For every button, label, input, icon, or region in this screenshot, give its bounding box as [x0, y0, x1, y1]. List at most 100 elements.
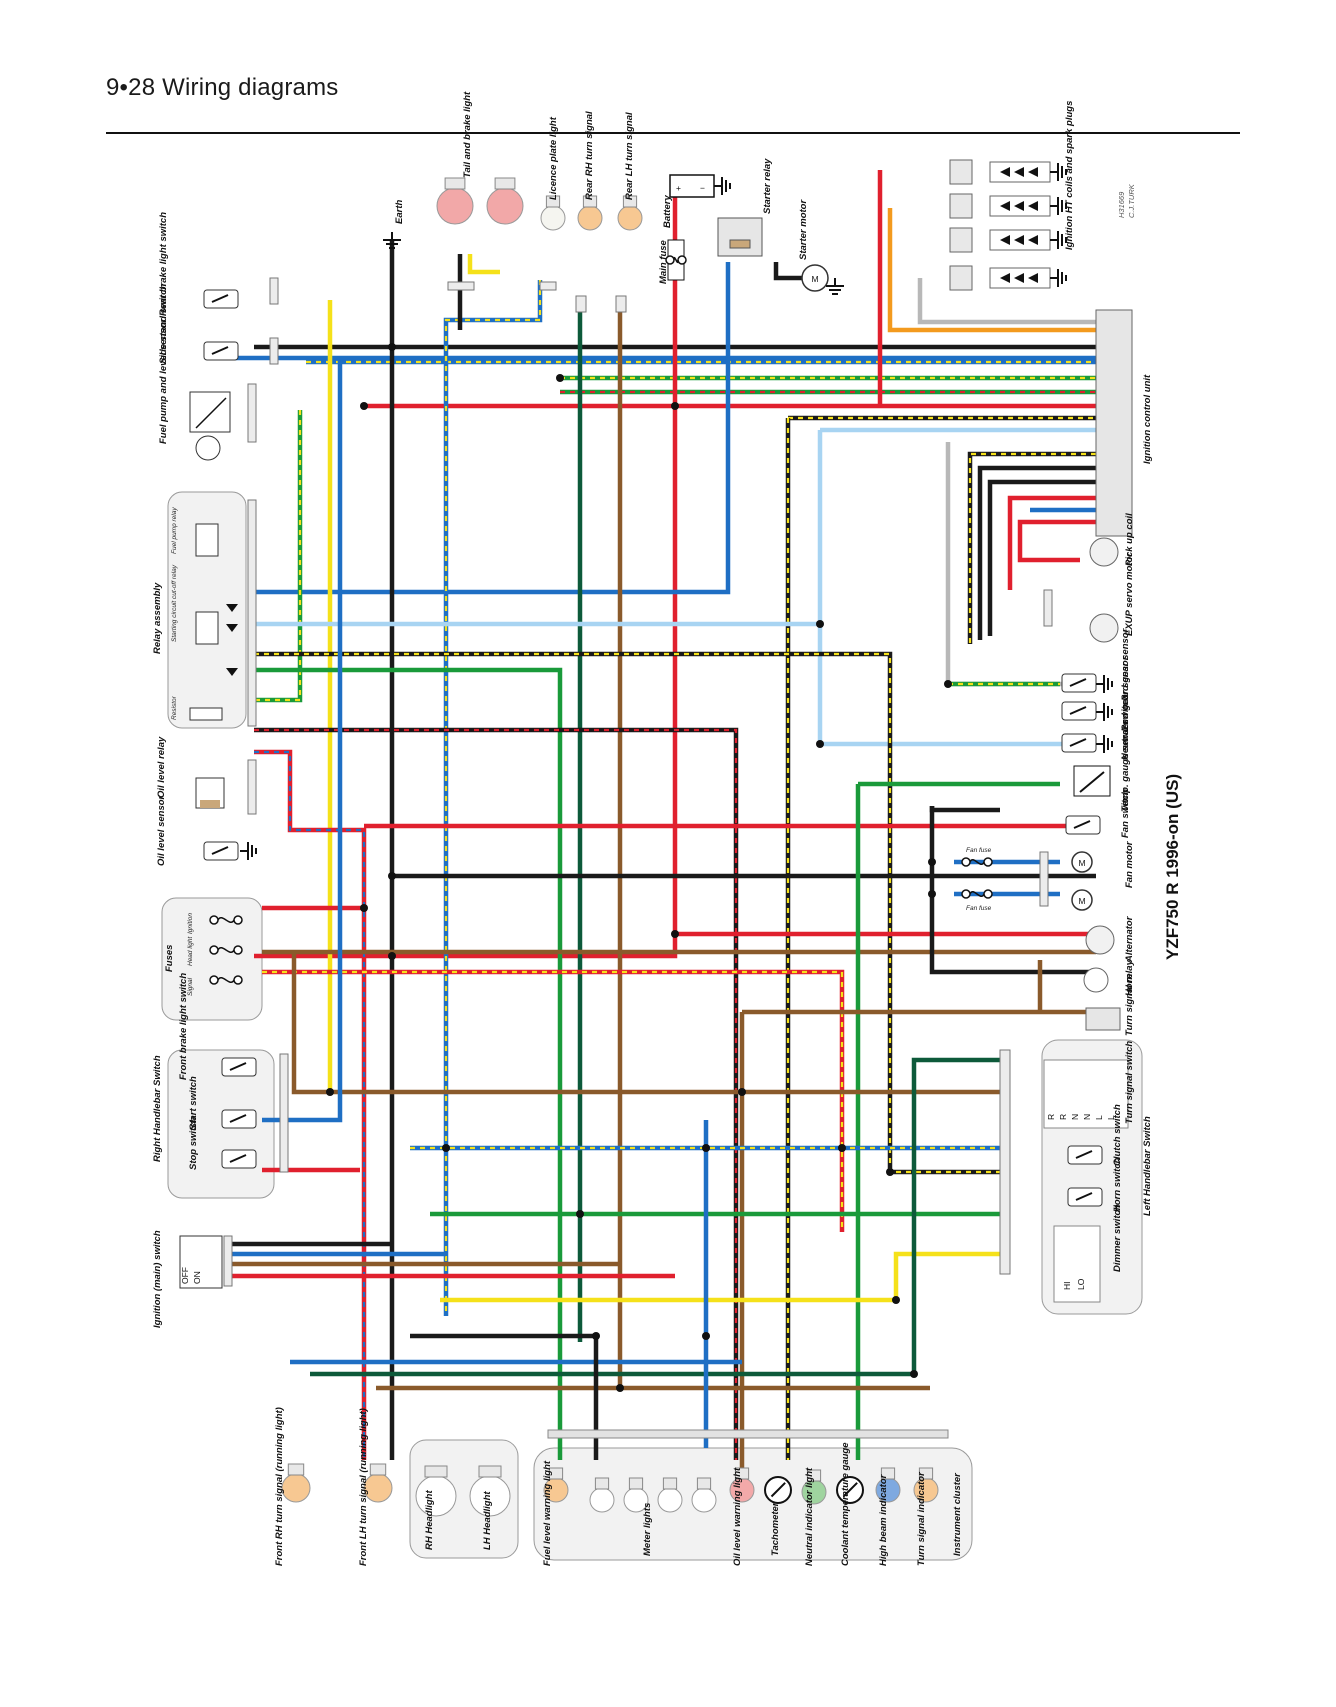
label-horn-switch: Horn switch: [1112, 1157, 1123, 1212]
diagram-title: YZF750 R 1996-on (US): [1163, 774, 1182, 960]
wire-icu-redwhite2-tracer: [1020, 522, 1096, 560]
tachometer-gauge-needle: [770, 1482, 786, 1498]
label-battery: Battery: [662, 195, 673, 228]
instrument-cluster-panel: [533, 1447, 973, 1561]
junction-dot: [944, 680, 952, 688]
junction-dot: [816, 620, 824, 628]
junction-dot: [360, 904, 368, 912]
pickup-coil: [1089, 537, 1119, 567]
page-header: 9•28 Wiring diagrams: [106, 74, 339, 101]
rear-light-connector: [447, 281, 475, 291]
front-brake-switch-contact: [229, 1062, 247, 1071]
label-fan-switch: Fan switch: [1120, 789, 1131, 838]
starter-relay-coil: [729, 239, 751, 249]
label-resistor: Resistor: [171, 695, 178, 720]
dimmer-switch: [1053, 1225, 1101, 1303]
label-horn: Horn: [1124, 974, 1135, 996]
wire-blackred-relay-tracer: [254, 728, 738, 1460]
junction-dot: [616, 1384, 624, 1392]
label-fuel-pump-relay: Fuel pump relay: [171, 507, 178, 554]
fuel-level-sensor: [189, 391, 231, 433]
turn-switch-position: L: [1094, 1115, 1104, 1120]
fan-fuse-top-a: [961, 857, 971, 867]
label-fuel-pump: Fuel pump and level sensor: [158, 318, 169, 444]
label-neutral-switch: Neutral switch: [1120, 695, 1131, 760]
lh-headlight-bulb-base: [478, 1465, 502, 1478]
ignition-coil-4: [949, 265, 973, 291]
front-rh-turn-bulb-base: [287, 1463, 305, 1476]
label-front-lh-signal: Front LH turn signal (running light): [358, 1408, 369, 1566]
gear-sensor-1-ground: [1096, 675, 1113, 693]
junction-dot: [576, 1210, 584, 1218]
label-high-beam-indicator: High beam indicator: [878, 1473, 889, 1566]
gear-sensor-1-contact: [1069, 678, 1087, 687]
gear-sensor-3-contact: [1069, 738, 1087, 747]
junction-dot: [928, 858, 936, 866]
label-ign-off: OFF: [180, 1267, 190, 1284]
label-starting-circuit-cutoff: Starting circuit cut-off relay: [171, 564, 178, 642]
label-fan-fuse-top: Fan fuse: [966, 847, 992, 854]
label-instrument-cluster: Instrument cluster: [952, 1472, 963, 1556]
wire-lightblue-long: [817, 430, 1096, 747]
tail-brake-bulb-1: [436, 187, 474, 225]
battery-minus: −: [700, 183, 705, 193]
rear-rh-connector: [575, 295, 587, 313]
meter-light-1: [589, 1487, 615, 1513]
gear-sensor-2-contact: [1069, 706, 1087, 715]
wire-blue-rearRH-tracer: [444, 280, 542, 1316]
ignition-coil-3: [949, 227, 973, 253]
spark-plug-3-ground: [1050, 231, 1067, 249]
rear-rh-turn-bulb: [577, 205, 603, 231]
spark-plug-4-gaps: [1000, 273, 1038, 283]
meter-light-4: [691, 1487, 717, 1513]
junction-dot: [702, 1144, 710, 1152]
wire-greenwhite-relay: [254, 667, 563, 1460]
wire-green-fuelpump-tracer: [254, 410, 302, 702]
ignition-control-unit: [1095, 309, 1133, 537]
earth-ground: [383, 232, 401, 249]
ignition-coil-2: [949, 193, 973, 219]
starter-motor: [801, 264, 829, 292]
turn-switch-position: R: [1058, 1114, 1068, 1120]
label-fuse-signal: Signal: [187, 977, 194, 996]
starter-motor-glyph: M: [811, 274, 818, 284]
meter-light-2-base: [628, 1477, 644, 1490]
junction-dot: [886, 1168, 894, 1176]
label-ref-code: H31669: [1117, 191, 1126, 218]
rear-lh-connector: [615, 295, 627, 313]
meter-light-1-base: [594, 1477, 610, 1490]
high-beam-bulb-base: [880, 1467, 896, 1480]
wire-orange-coil: [887, 208, 1096, 333]
label-earth: Earth: [394, 200, 405, 224]
licence-plate-bulb: [540, 205, 566, 231]
oil-warning-bulb-base: [734, 1467, 750, 1480]
label-fuse-ignition: Ignition: [187, 913, 194, 934]
tail-brake-bulb-1-base: [444, 177, 466, 190]
junction-dot: [592, 1332, 600, 1340]
relay-diode-3: [226, 668, 238, 676]
fuse-3: [217, 977, 235, 983]
wire-yellow-tail: [467, 254, 500, 275]
exup-connector: [1043, 589, 1053, 627]
fan-motor-2: [1071, 889, 1093, 911]
rh-headlight-bulb-base: [424, 1465, 448, 1478]
fuse-2-a: [209, 945, 219, 955]
fuel-pump-relay: [195, 523, 219, 557]
rear-brake-switch-contact: [211, 294, 229, 303]
fuse-1-a: [209, 915, 219, 925]
meter-light-3: [657, 1487, 683, 1513]
fuel-warning-bulb-base: [548, 1467, 564, 1480]
junction-dot: [838, 1144, 846, 1152]
wire-black-temp: [929, 806, 1000, 813]
label-meter-lights: Meter lights: [642, 1503, 653, 1556]
licence-plate-bulb-base: [545, 195, 561, 208]
side-stand-connector: [269, 337, 279, 365]
label-start-switch: Start switch: [188, 1076, 199, 1130]
oil-level-relay-coil: [200, 800, 220, 808]
label-gear-2nd: 2nd gear sensor: [1120, 655, 1131, 731]
fan-motor-1-glyph: M: [1078, 858, 1085, 868]
label-ref-author: C.J.TURK: [1127, 183, 1136, 218]
